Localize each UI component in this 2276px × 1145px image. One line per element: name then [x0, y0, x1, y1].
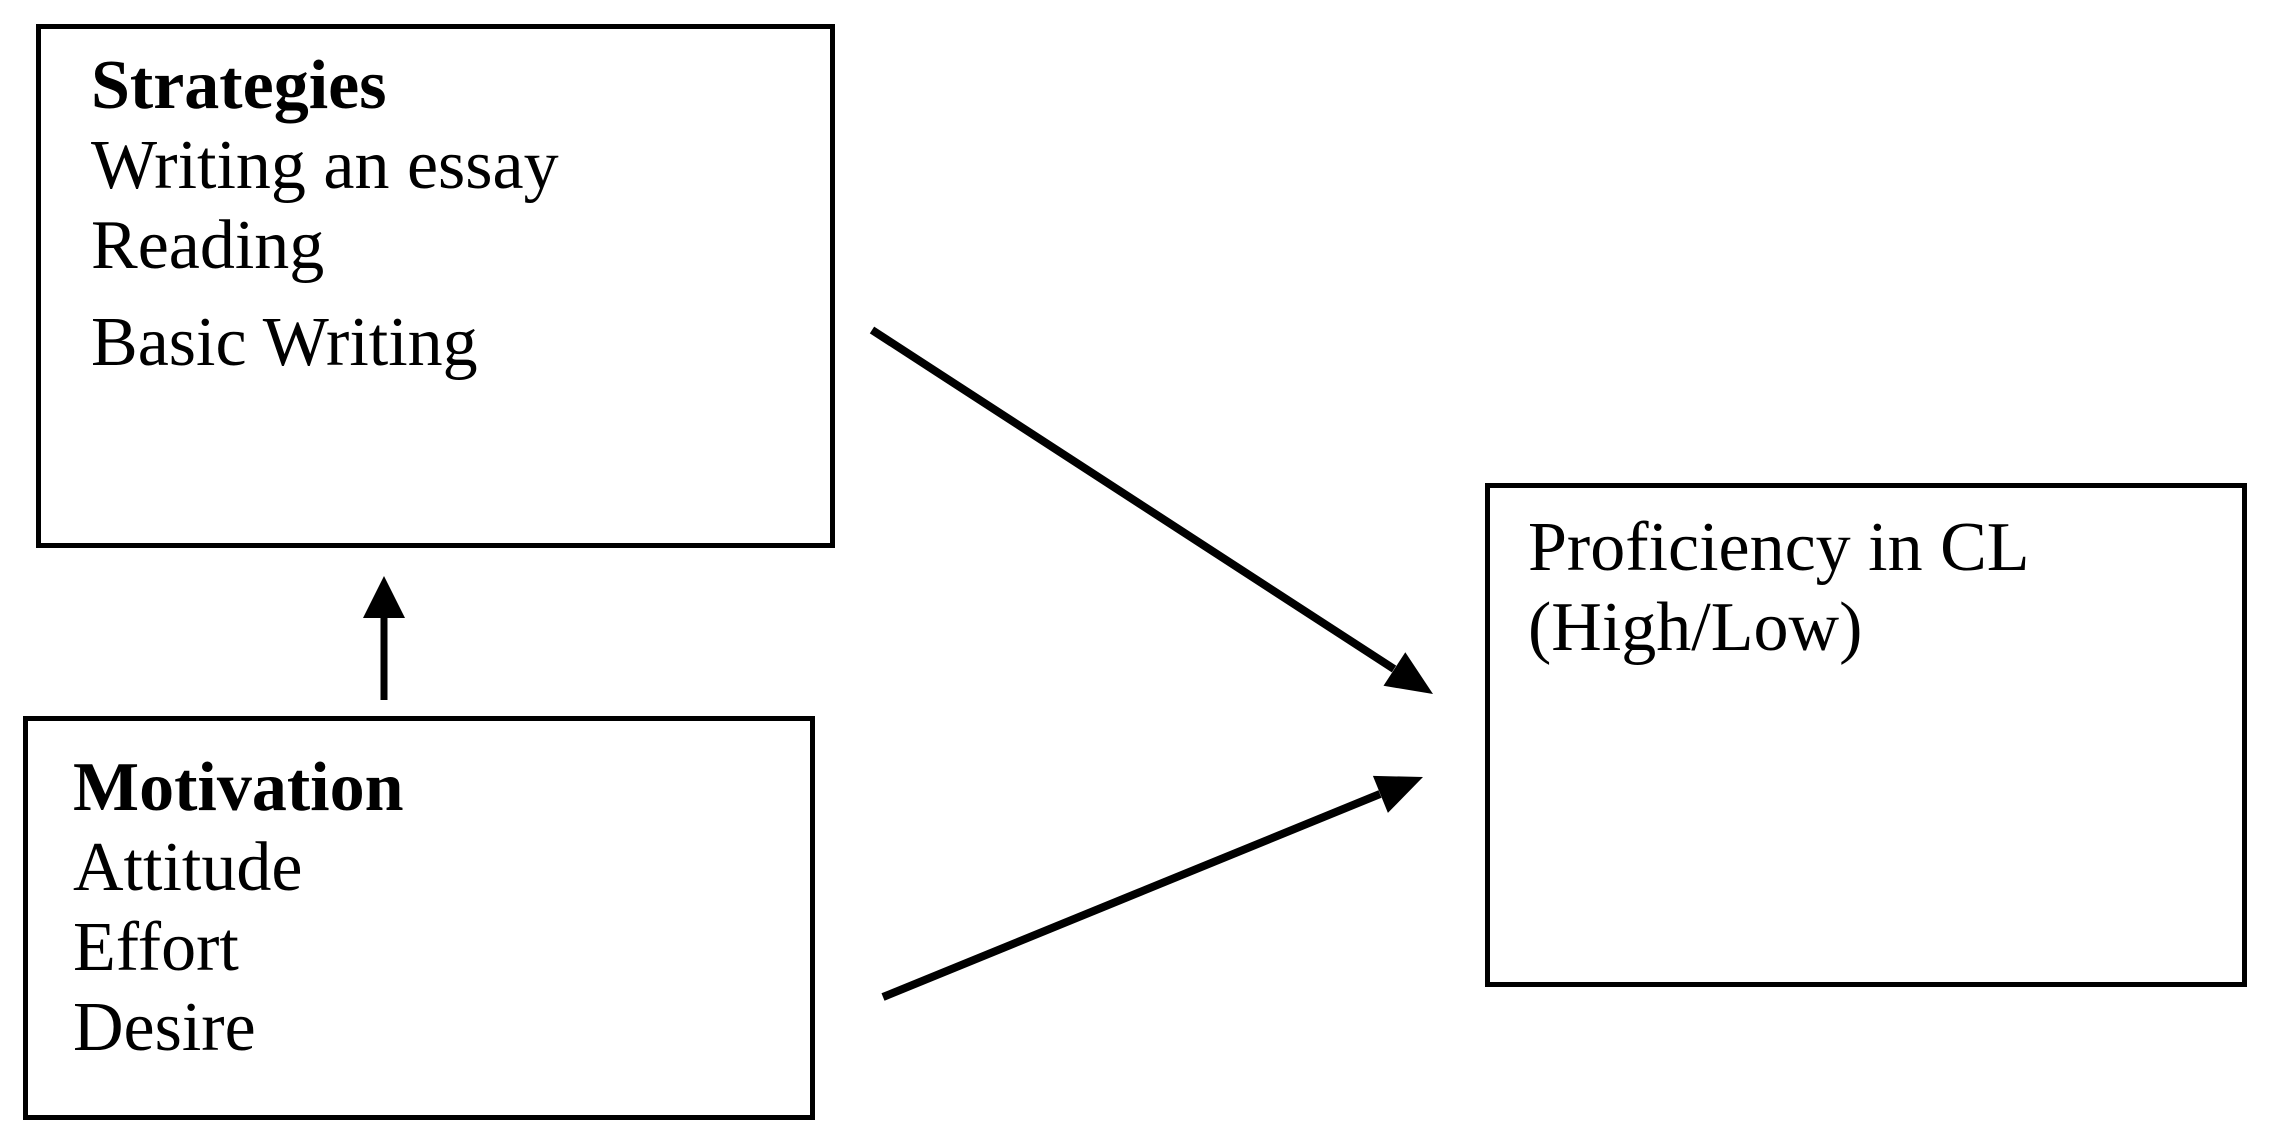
strategies-box: Strategies Writing an essay Reading Basi…	[36, 24, 835, 548]
motivation-box: Motivation Attitude Effort Desire	[23, 716, 815, 1120]
arrow-strategies-to-proficiency	[869, 326, 1433, 694]
arrow-head-icon	[1372, 775, 1423, 813]
strategies-item-reading: Reading	[91, 207, 325, 284]
motivation-item-attitude: Attitude	[73, 829, 303, 906]
proficiency-line-2: (High/Low)	[1528, 589, 1863, 666]
arrow-shaft	[881, 790, 1382, 1001]
arrow-motivation-to-proficiency	[881, 775, 1423, 1001]
strategies-item-basic-writing: Basic Writing	[91, 304, 478, 381]
strategies-title: Strategies	[91, 47, 387, 124]
arrow-head-icon	[1383, 652, 1433, 694]
arrow-shaft	[869, 326, 1397, 673]
arrow-motivation-to-strategies	[363, 576, 405, 700]
proficiency-box: Proficiency in CL (High/Low)	[1485, 483, 2247, 987]
proficiency-line-1: Proficiency in CL	[1528, 509, 2030, 586]
arrow-head-icon	[363, 576, 405, 618]
motivation-item-desire: Desire	[73, 989, 256, 1066]
motivation-title: Motivation	[73, 749, 404, 826]
strategies-item-writing-an-essay: Writing an essay	[91, 127, 559, 204]
motivation-item-effort: Effort	[73, 909, 239, 986]
